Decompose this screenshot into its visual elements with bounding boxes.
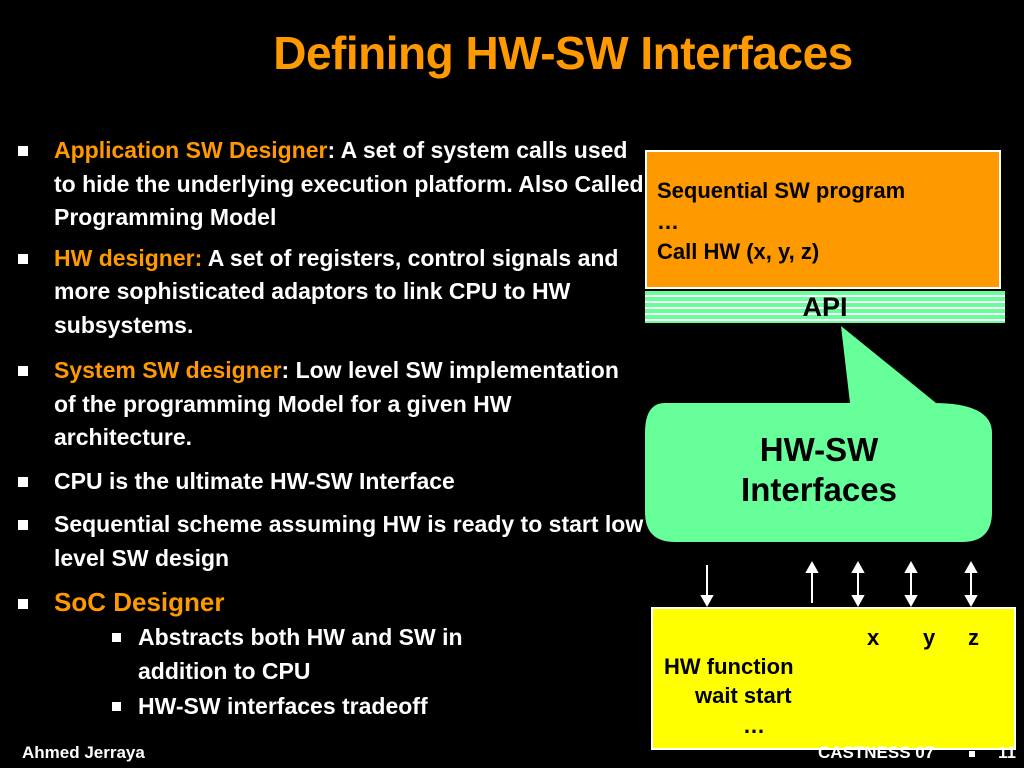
bullet-square-icon: [18, 599, 28, 609]
bullet-highlight: Application SW Designer: [54, 137, 328, 163]
sub-bullet-tradeoff: HW-SW interfaces tradeoff: [14, 690, 644, 724]
sub-bullet-square-icon: [112, 702, 121, 711]
sw-program-ellipsis: …: [657, 208, 679, 234]
sub-bullet-text: Abstracts both HW and SW in addition to …: [138, 624, 463, 684]
bullet-text: Sequential scheme assuming HW is ready t…: [54, 511, 644, 571]
api-label: API: [802, 292, 848, 322]
hw-port-z: z: [968, 625, 979, 650]
bullet-highlight: SoC Designer: [54, 587, 225, 617]
hw-wait-start: wait start: [695, 683, 792, 708]
bullet-square-icon: [18, 476, 28, 487]
arrow-up-icon: [805, 560, 819, 603]
hw-port-y: y: [923, 625, 936, 650]
bullet-text: : Low level SW implementation of the pro…: [54, 357, 619, 450]
hw-function-label: HW function: [664, 654, 794, 679]
slide-title: Defining HW-SW Interfaces: [273, 27, 853, 79]
bullet-text: : A set of system calls used to hide the…: [54, 137, 644, 230]
hw-ellipsis: …: [743, 713, 765, 738]
footer-event: CASTNESS 07: [818, 743, 935, 762]
bullet-system-sw: System SW designer: Low level SW impleme…: [14, 354, 644, 455]
sw-program-call: Call HW (x, y, z): [657, 239, 820, 264]
sw-program-line: Sequential SW program: [657, 178, 906, 203]
bullet-cpu: CPU is the ultimate HW-SW Interface: [14, 465, 644, 499]
callout-line-1: HW-SW: [759, 431, 879, 468]
callout-shape: [645, 326, 992, 542]
bullet-square-icon: [18, 253, 28, 264]
footer-separator-icon: [969, 751, 975, 757]
bullet-square-icon: [18, 366, 28, 376]
bullet-highlight: System SW designer: [54, 357, 282, 383]
hw-function-box: x y z HW function wait start …: [651, 607, 1016, 750]
sub-bullet-abstracts: Abstracts both HW and SW in addition to …: [14, 621, 558, 688]
arrow-bidirectional-icon: [964, 560, 978, 608]
sub-bullet-square-icon: [112, 633, 121, 642]
sw-program-box: Sequential SW program … Call HW (x, y, z…: [645, 150, 1001, 289]
bullet-highlight: HW designer:: [54, 244, 203, 271]
arrow-down-icon: [700, 565, 714, 608]
bullet-square-icon: [18, 520, 28, 530]
bullet-soc-designer: SoC Designer: [14, 585, 644, 619]
bullet-hw-designer: HW designer: A set of registers, control…: [14, 242, 644, 343]
sub-bullet-text: HW-SW interfaces tradeoff: [138, 693, 428, 719]
footer-page-number: 11: [998, 743, 1016, 762]
bullet-application-sw: Application SW Designer: A set of system…: [14, 134, 644, 235]
arrow-bidirectional-icon: [851, 560, 865, 608]
arrow-bidirectional-icon: [904, 560, 918, 608]
footer-author: Ahmed Jerraya: [22, 743, 145, 762]
callout-label: HW-SW Interfaces: [645, 430, 993, 510]
hw-port-x: x: [867, 625, 880, 650]
bullet-list: Application SW Designer: A set of system…: [14, 134, 644, 724]
bullet-sequential-scheme: Sequential scheme assuming HW is ready t…: [14, 508, 644, 575]
bullet-square-icon: [18, 146, 28, 156]
bullet-text: CPU is the ultimate HW-SW Interface: [54, 467, 455, 494]
callout-line-2: Interfaces: [741, 471, 897, 508]
api-layer-bar: [645, 291, 1005, 323]
bullet-text: A set of registers, control signals and …: [54, 244, 619, 338]
